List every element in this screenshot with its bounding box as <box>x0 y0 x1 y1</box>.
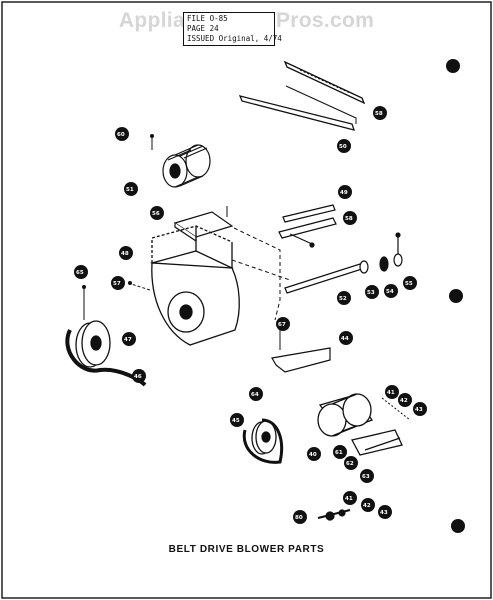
binder-hole <box>449 289 463 303</box>
binder-hole <box>446 59 460 73</box>
shaft-bracket-49 <box>278 204 337 248</box>
callout-65: 65 <box>76 270 84 276</box>
blower-wheel-51 <box>162 144 211 188</box>
blower-housing-48 <box>150 225 240 346</box>
callout-67: 67 <box>278 322 286 328</box>
callout-58: 58 <box>345 216 353 222</box>
issued-line: ISSUED Original, 4/74 <box>187 34 282 43</box>
file-line: FILE O-85 <box>187 14 228 23</box>
bracket-56 <box>173 211 234 243</box>
callout-49: 49 <box>340 190 348 196</box>
callout-52: 52 <box>339 296 347 302</box>
callout-60: 60 <box>117 132 125 138</box>
callout-47: 47 <box>124 337 132 343</box>
page-line: PAGE 24 <box>187 24 219 33</box>
hardware-80 <box>317 509 351 521</box>
bracket-44 <box>271 347 331 373</box>
callout-45: 45 <box>232 418 240 424</box>
callout-61: 61 <box>335 450 343 456</box>
rail-50 <box>238 85 357 131</box>
belt-45 <box>242 418 284 464</box>
callout-62: 62 <box>346 461 354 467</box>
callout-43: 43 <box>415 407 423 413</box>
callout-50: 50 <box>339 144 347 150</box>
diagram-title: BELT DRIVE BLOWER PARTS <box>168 544 325 555</box>
callout-55: 55 <box>405 281 413 287</box>
callout-41: 41 <box>345 496 353 502</box>
rail-58 <box>283 60 366 105</box>
file-info-box: FILE O-85 PAGE 24 ISSUED Original, 4/74 <box>183 12 282 46</box>
callout-46: 46 <box>134 374 142 380</box>
callout-53: 53 <box>367 290 375 296</box>
binder-hole <box>451 519 465 533</box>
callout-63: 63 <box>362 474 370 480</box>
callout-labels: 58 50 60 51 49 56 58 48 65 57 52 53 54 5… <box>74 106 427 524</box>
callout-40: 40 <box>309 452 317 458</box>
callout-42: 42 <box>363 503 371 509</box>
callout-43: 43 <box>380 510 388 516</box>
callout-56: 56 <box>152 211 160 217</box>
callout-42: 42 <box>400 398 408 404</box>
callout-80: 80 <box>295 515 303 521</box>
motor-pulley-64 <box>251 420 277 455</box>
callout-48: 48 <box>121 251 129 257</box>
callout-44: 44 <box>341 336 349 342</box>
pulley-47 <box>75 320 111 368</box>
motor-40 <box>317 393 403 456</box>
callout-64: 64 <box>251 392 259 398</box>
callout-41: 41 <box>387 390 395 396</box>
callout-54: 54 <box>386 289 394 295</box>
callout-57: 57 <box>113 281 121 287</box>
shaft-52 <box>284 232 403 294</box>
callout-51: 51 <box>126 187 134 193</box>
callout-58: 58 <box>375 111 383 117</box>
